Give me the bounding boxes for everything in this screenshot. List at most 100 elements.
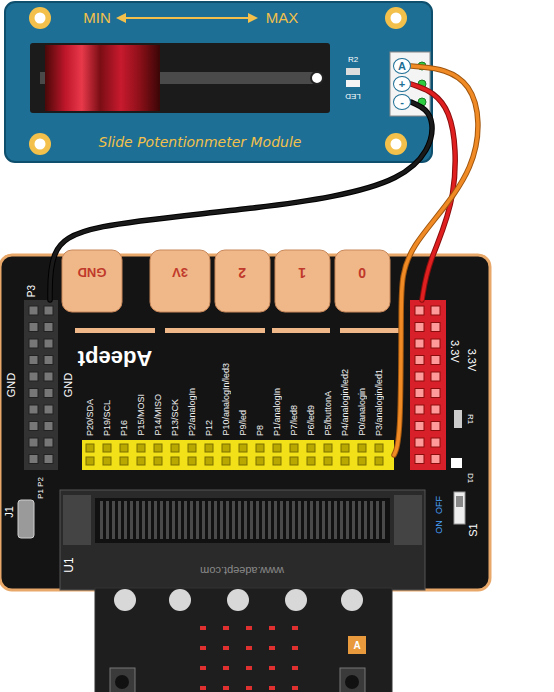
connector-contact [184,501,187,539]
connector-contact [190,501,193,539]
pin-label: P15/MOSI [136,394,147,436]
connector-contact [154,501,157,539]
slot-end [311,72,323,84]
pin-label: P9/led [238,410,249,436]
button [340,668,365,692]
connector-slot [95,498,390,543]
led-matrix [223,666,229,670]
gnd-wire [50,102,432,300]
pin-label: P6/led9 [306,405,317,436]
led-matrix [200,626,298,690]
module-board: A+-Slide Potentionmeter Module [5,0,432,162]
header-pin [29,455,38,464]
component-label: D1 [466,473,475,483]
header-pin [154,457,162,465]
range-arrow [116,13,258,23]
led-matrix [223,686,229,690]
pin-label: P0/analogin [357,388,368,436]
led-matrix [292,626,298,630]
connector-contact [292,501,295,539]
connector-contact [340,501,343,539]
header-pin [273,457,281,465]
slider-track [30,43,330,113]
power-header [410,300,446,470]
pin-label: 3.3V [466,349,478,372]
pin-label: GND [62,373,74,397]
header-pin [188,457,196,465]
header-pin [358,444,366,452]
wire-outline [50,102,432,300]
connector-contact [310,501,313,539]
connector-contact [358,501,361,539]
header-pin [44,372,53,381]
silkscreen-bar [75,328,155,333]
connector-contact [364,501,367,539]
connector-contact [334,501,337,539]
pin-letter: A [394,59,410,73]
wire-core [394,66,478,455]
header-pin [415,323,424,332]
header-pin [120,457,128,465]
silkscreen-bar [75,328,400,333]
gnd-header: P3 [24,300,58,470]
mounting-hole [391,139,402,150]
led-matrix [269,646,275,650]
watermark: www.adeept.com [200,565,284,577]
connector-contact [148,501,151,539]
connector-tab [63,495,91,545]
led-matrix [269,666,275,670]
switch-label: OFF [435,496,445,514]
connector-contact [226,501,229,539]
connector-contact [142,501,145,539]
led-symbol [346,80,360,87]
header-pin [29,438,38,447]
connector-contact [118,501,121,539]
board-label: Adeept [78,345,153,371]
mounting-hole [29,7,407,155]
led-matrix [223,646,229,650]
header-pin [44,356,53,365]
header-pin [431,339,440,348]
component-label: U1 [63,557,76,572]
header-pin [29,422,38,431]
header-pin [273,444,281,452]
connector-contact [256,501,259,539]
led-matrix [292,666,298,670]
pad-label: 3V [172,265,188,279]
edge-pad [62,250,390,312]
header-pin [415,389,424,398]
header-pin [290,444,298,452]
wire-outline [394,66,478,455]
header-pin [103,444,111,452]
pin-label: P2/analogIn [187,388,198,436]
pin-letter: + [394,77,410,91]
mounting-hole [29,7,51,29]
connector-contact [100,501,385,539]
component-label: S1 [467,523,479,536]
connector-contact [274,501,277,539]
header-pin [29,389,38,398]
header-pin [44,323,53,332]
mounting-hole [35,13,46,24]
connector-contact [178,501,181,539]
module-pin: + [393,76,411,92]
board-label: 3.3V [449,340,461,363]
mounting-hole [391,13,402,24]
connector-contact [370,501,373,539]
silkscreen-bar [165,328,265,333]
connector-contact [214,501,217,539]
gnd-header [24,300,58,470]
pin-label: P13/SCK [170,399,181,436]
signal-header: P20/SDAP19/SCLP16P15/MOSIP14/MISOP13/SCK… [82,440,394,470]
header-pin [29,306,38,315]
edge-pad [215,250,270,312]
signal-header [82,440,394,470]
header-pin [239,457,247,465]
power-header: 3.3V [410,300,446,470]
header-pin [415,306,440,464]
header-pin [431,455,440,464]
header-pin [341,457,349,465]
range-label: MIN [83,10,111,27]
